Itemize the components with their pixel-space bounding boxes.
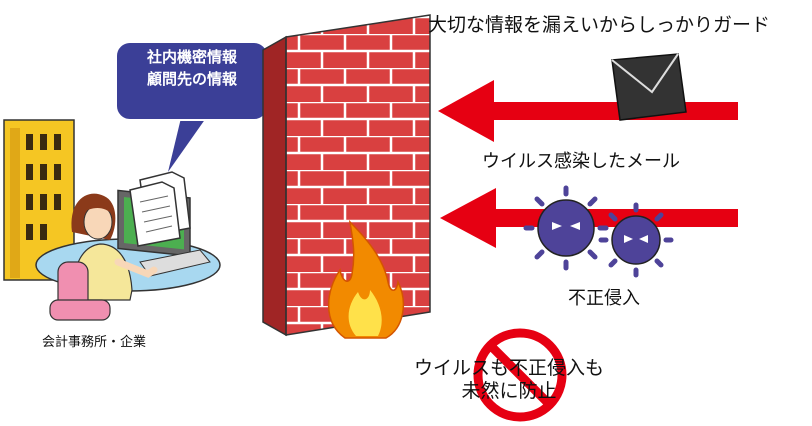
- intrusion-label: 不正侵入: [568, 288, 640, 309]
- document-icon: [129, 171, 191, 247]
- building-icon: [3, 119, 75, 281]
- prevent-message: ウイルスも不正侵入も 未然に防止: [414, 357, 604, 403]
- bubble-line-2: 顧問先の情報: [146, 70, 237, 88]
- office-label: 会計事務所・企業: [42, 335, 147, 350]
- bubble-line-1: 社内機密情報: [146, 48, 237, 66]
- virus-mail-label: ウイルス感染したメール: [482, 151, 680, 172]
- bubble-text: 社内機密情報 顧問先の情報: [120, 46, 264, 90]
- envelope-icon: [611, 53, 687, 121]
- prohibited-icon: [473, 328, 567, 422]
- firewall-wall-icon: [262, 14, 431, 337]
- office-worker-icon: [49, 193, 158, 321]
- tagline: 大切な情報を漏えいからしっかりガード: [428, 14, 771, 36]
- virus-icon: [523, 185, 609, 271]
- virus-icon: [598, 202, 674, 278]
- flame-icon: [327, 219, 405, 339]
- virus-mail-arrow: [438, 80, 738, 142]
- prevent-line-1: ウイルスも不正侵入も: [414, 357, 605, 379]
- prevent-line-2: 未然に防止: [461, 380, 557, 402]
